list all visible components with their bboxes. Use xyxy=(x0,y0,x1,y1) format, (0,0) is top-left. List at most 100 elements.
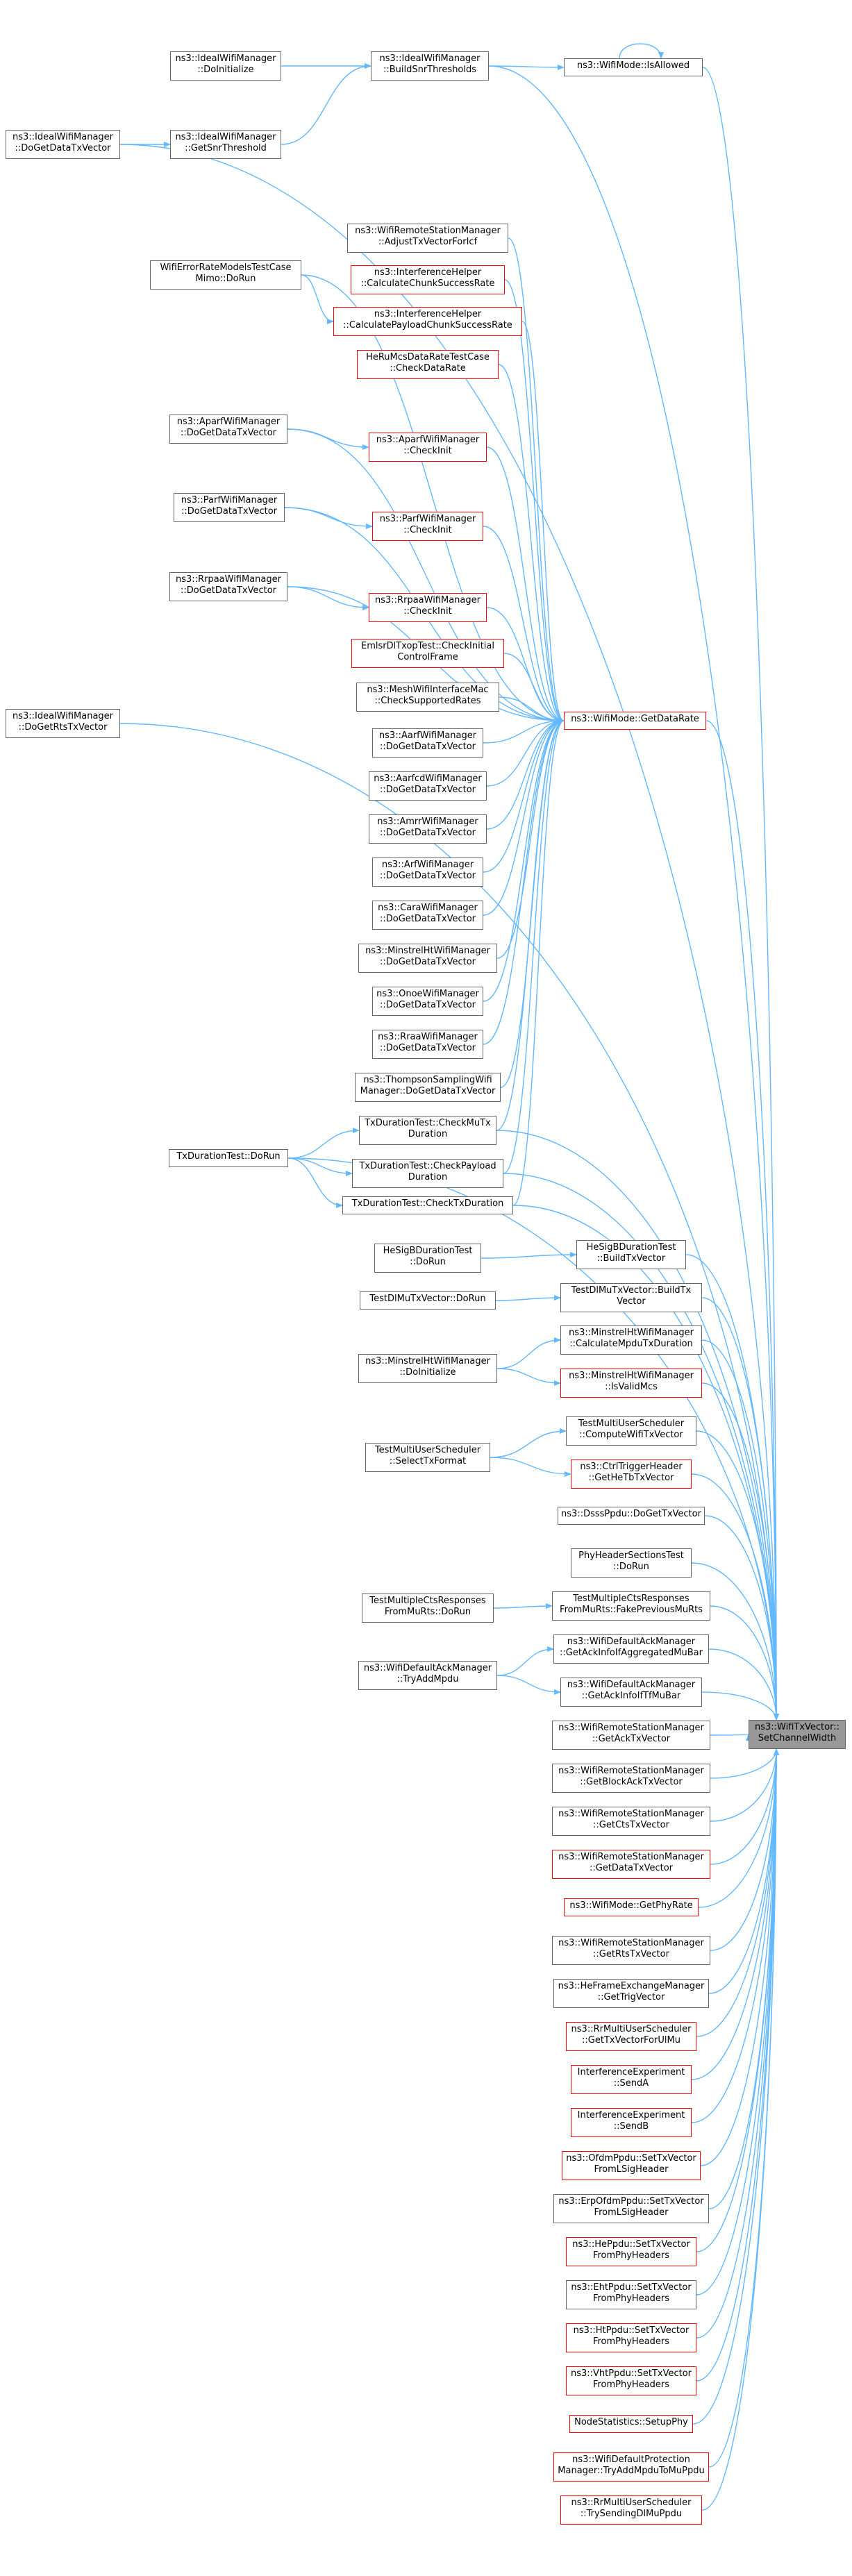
edge-mht_init-to-mht_calc xyxy=(496,1337,561,1369)
edge-intA-to-root xyxy=(691,1748,779,2080)
node-phyrate[interactable]: ns3::WifiMode::GetPhyRate xyxy=(564,1898,699,1916)
edge-phyhdr-to-root xyxy=(691,1562,779,1721)
edge-vhtppdu-to-root xyxy=(696,1748,779,2382)
edge-mht_init-to-mht_valid xyxy=(496,1368,561,1386)
node-ideal-data[interactable]: ns3::IdealWifiManager::DoGetDataTxVector xyxy=(6,130,120,159)
edge-rsm_data-to-root xyxy=(710,1748,779,1865)
node-parf-data[interactable]: ns3::ParfWifiManager::DoGetDataTxVector xyxy=(174,493,285,522)
node-mesh[interactable]: ns3::MeshWifiInterfaceMac::CheckSupporte… xyxy=(356,683,499,712)
node-nodestats[interactable]: NodeStatistics::SetupPhy xyxy=(569,2415,693,2433)
node-aparf-data[interactable]: ns3::AparfWifiManager::DoGetDataTxVector xyxy=(169,415,287,444)
node-dlmu-run[interactable]: TestDlMuTxVector::DoRun xyxy=(360,1291,496,1310)
node-rrpaa-check[interactable]: ns3::RrpaaWifiManager::CheckInit xyxy=(369,593,487,622)
node-aparf-check[interactable]: ns3::AparfWifiManager::CheckInit xyxy=(369,433,487,462)
node-cara[interactable]: ns3::CaraWifiManager::DoGetDataTxVector xyxy=(372,901,483,930)
node-txdur-run[interactable]: TxDurationTest::DoRun xyxy=(169,1149,288,1167)
edge-isallowed-to-root xyxy=(702,67,779,1721)
node-getsnr[interactable]: ns3::IdealWifiManager::GetSnrThreshold xyxy=(170,130,281,159)
node-getdatarate[interactable]: ns3::WifiMode::GetDataRate xyxy=(564,712,706,730)
node-calcpayload[interactable]: ns3::InterferenceHelper::CalculatePayloa… xyxy=(333,307,522,336)
node-rsm-cts[interactable]: ns3::WifiRemoteStationManager::GetCtsTxV… xyxy=(552,1807,710,1836)
node-doinit[interactable]: ns3::IdealWifiManager::DoInitialize xyxy=(170,51,281,81)
node-calcchunk[interactable]: ns3::InterferenceHelper::CalculateChunkS… xyxy=(351,265,505,294)
node-hesig-run[interactable]: HeSigBDurationTest::DoRun xyxy=(374,1244,481,1273)
edge-errmimo-to-calcpayload xyxy=(301,274,334,324)
edge-amrr-to-getdatarate xyxy=(486,718,565,830)
node-mus-compute[interactable]: TestMultiUserScheduler::ComputeWifiTxVec… xyxy=(566,1416,696,1446)
node-rsm-back[interactable]: ns3::WifiRemoteStationManager::GetBlockA… xyxy=(552,1764,710,1793)
node-interference-a[interactable]: InterferenceExperiment::SendA xyxy=(571,2065,692,2094)
node-buildsnr[interactable]: ns3::IdealWifiManager::BuildSnrThreshold… xyxy=(371,51,489,81)
edge-aparf_check-to-getdatarate xyxy=(486,446,565,724)
edge-rrsend-to-root xyxy=(701,1748,779,2511)
node-ack-bar[interactable]: ns3::WifiDefaultAckManager::GetAckInfoIf… xyxy=(553,1634,709,1664)
node-phyhdr[interactable]: PhyHeaderSectionsTest::DoRun xyxy=(571,1548,692,1578)
edge-mcts_fake-to-root xyxy=(710,1605,779,1721)
node-ack-tf[interactable]: ns3::WifiDefaultAckManager::GetAckInfoIf… xyxy=(560,1678,702,1707)
node-rrsend[interactable]: ns3::RrMultiUserScheduler::TrySendingDlM… xyxy=(560,2495,702,2525)
node-ack-try[interactable]: ns3::WifiDefaultAckManager::TryAddMpdu xyxy=(358,1661,497,1690)
node-aarfcd[interactable]: ns3::AarfcdWifiManager::DoGetDataTxVecto… xyxy=(369,771,487,801)
edge-mesh-to-getdatarate xyxy=(499,696,565,724)
node-heru[interactable]: HeRuMcsDataRateTestCase::CheckDataRate xyxy=(357,350,499,379)
node-hesig-build[interactable]: HeSigBDurationTest::BuildTxVector xyxy=(576,1240,686,1269)
node-rraa[interactable]: ns3::RraaWifiManager::DoGetDataTxVector xyxy=(372,1030,483,1059)
node-adjust[interactable]: ns3::WifiRemoteStationManager::AdjustTxV… xyxy=(347,224,508,253)
node-mht-calc[interactable]: ns3::MinstrelHtWifiManager::CalculateMpd… xyxy=(560,1325,702,1355)
edge-isallowed-self xyxy=(619,43,664,59)
edge-arf-to-getdatarate xyxy=(483,718,565,873)
node-dsss[interactable]: ns3::DsssPpdu::DoGetTxVector xyxy=(558,1507,705,1525)
edge-getsnr-to-buildsnr xyxy=(281,63,371,145)
node-mht-valid[interactable]: ns3::MinstrelHtWifiManager::IsValidMcs xyxy=(560,1369,702,1398)
edge-aarfcd-to-getdatarate xyxy=(486,718,565,787)
node-minstrel[interactable]: ns3::MinstrelHtWifiManager::DoGetDataTxV… xyxy=(358,944,497,973)
node-rsm-ack[interactable]: ns3::WifiRemoteStationManager::GetAckTxV… xyxy=(552,1721,710,1750)
edge-chkmutx-to-root xyxy=(496,1130,779,1721)
node-aarf[interactable]: ns3::AarfWifiManager::DoGetDataTxVector xyxy=(372,728,483,758)
node-ideal-rts[interactable]: ns3::IdealWifiManager::DoGetRtsTxVector xyxy=(6,709,120,738)
node-mht-init[interactable]: ns3::MinstrelHtWifiManager::DoInitialize xyxy=(358,1354,497,1383)
node-amrr[interactable]: ns3::AmrrWifiManager::DoGetDataTxVector xyxy=(369,814,487,844)
node-rrpaa-data[interactable]: ns3::RrpaaWifiManager::DoGetDataTxVector xyxy=(169,572,287,601)
node-root[interactable]: ns3::WifiTxVector::SetChannelWidth xyxy=(749,1720,846,1749)
edge-phyrate-to-root xyxy=(698,1748,779,1908)
node-hefem[interactable]: ns3::HeFrameExchangeManager::GetTrigVect… xyxy=(553,1979,709,2008)
node-rsm-data[interactable]: ns3::WifiRemoteStationManager::GetDataTx… xyxy=(552,1850,710,1879)
node-parf-check[interactable]: ns3::ParfWifiManager::CheckInit xyxy=(372,512,483,541)
node-mus-select[interactable]: TestMultiUserScheduler::SelectTxFormat xyxy=(365,1443,490,1472)
node-interference-b[interactable]: InterferenceExperiment::SendB xyxy=(571,2108,692,2137)
edge-minstrel-to-getdatarate xyxy=(496,718,565,959)
node-arf[interactable]: ns3::ArfWifiManager::DoGetDataTxVector xyxy=(372,858,483,887)
node-onoe[interactable]: ns3::OnoeWifiManager::DoGetDataTxVector xyxy=(372,987,483,1016)
edge-dlmu_run-to-dlmu_build xyxy=(495,1295,561,1301)
node-rsm-rts[interactable]: ns3::WifiRemoteStationManager::GetRtsTxV… xyxy=(552,1936,710,1965)
edge-rrpaa_data-to-rrpaa_check xyxy=(287,586,369,610)
edge-mcts_run-to-mcts_fake xyxy=(493,1603,553,1609)
edge-adjust-to-getdatarate xyxy=(508,237,565,724)
node-isallowed[interactable]: ns3::WifiMode::IsAllowed xyxy=(564,58,703,76)
edge-buildsnr-to-root xyxy=(488,65,779,1721)
edge-ack_try-to-ack_bar xyxy=(496,1646,554,1676)
edge-ofdm-to-root xyxy=(700,1748,779,2166)
node-chktxdur[interactable]: TxDurationTest::CheckTxDuration xyxy=(342,1196,513,1214)
node-rrmus[interactable]: ns3::RrMultiUserScheduler::GetTxVectorFo… xyxy=(566,2022,696,2051)
edge-buildsnr-to-isallowed xyxy=(488,64,565,70)
edge-aarf-to-getdatarate xyxy=(483,718,565,744)
node-ctrltrig[interactable]: ns3::CtrlTriggerHeader::GetHeTbTxVector xyxy=(571,1460,692,1489)
